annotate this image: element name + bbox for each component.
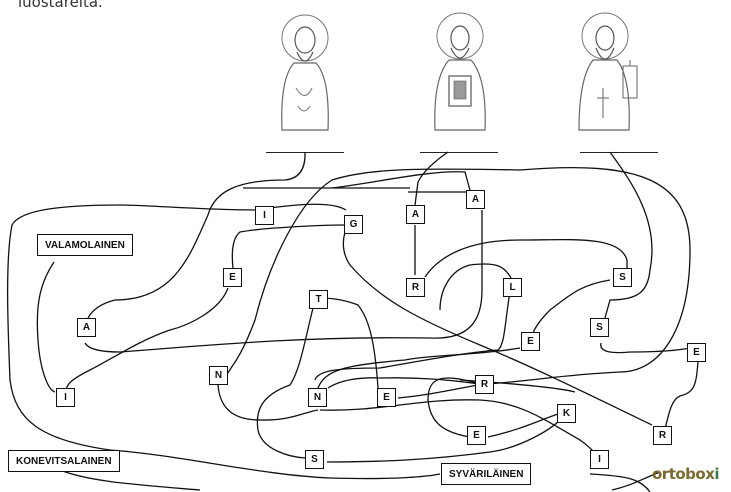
letter-box[interactable]: I [590,450,609,469]
letter-box[interactable]: A [406,205,425,224]
letter-box[interactable]: I [56,388,75,407]
logo-text-part1: ortobox [652,465,715,483]
letter-box[interactable]: T [309,290,328,309]
answer-line-2[interactable] [420,152,498,153]
letter-box[interactable]: N [209,366,228,385]
letter-box[interactable]: A [466,190,485,209]
letter-box[interactable]: S [590,318,609,337]
letter-box[interactable]: E [521,332,540,351]
letter-box[interactable]: E [467,426,486,445]
saint-icon-1 [281,14,329,131]
answer-line-3[interactable] [580,152,658,153]
name-label-valamolainen[interactable]: VALAMOLAINEN [37,234,133,256]
letter-box[interactable]: R [475,375,494,394]
name-label-syvarilainen[interactable]: SYVÄRILÄINEN [441,463,532,485]
letter-box[interactable]: E [687,343,706,362]
letter-box[interactable]: N [308,388,327,407]
letter-box[interactable]: E [377,388,396,407]
letter-box[interactable]: E [223,268,242,287]
letter-box[interactable]: K [557,404,576,423]
letter-box[interactable]: S [305,450,324,469]
name-label-konevitsalainen[interactable]: KONEVITSALAINEN [8,450,120,472]
letter-box[interactable]: R [653,426,672,445]
letter-box[interactable]: R [406,278,425,297]
saint-icon-2 [434,12,486,131]
logo-text-part2: i [714,465,720,483]
letter-box[interactable]: L [503,278,522,297]
saint-icon-3 [578,12,638,131]
letter-box[interactable]: S [613,268,632,287]
letter-box[interactable]: G [344,215,363,234]
letter-box[interactable]: I [255,206,274,225]
letter-box[interactable]: A [77,318,96,337]
site-logo: ortoboxi [652,465,720,483]
intro-text: luostareita. [18,0,103,11]
